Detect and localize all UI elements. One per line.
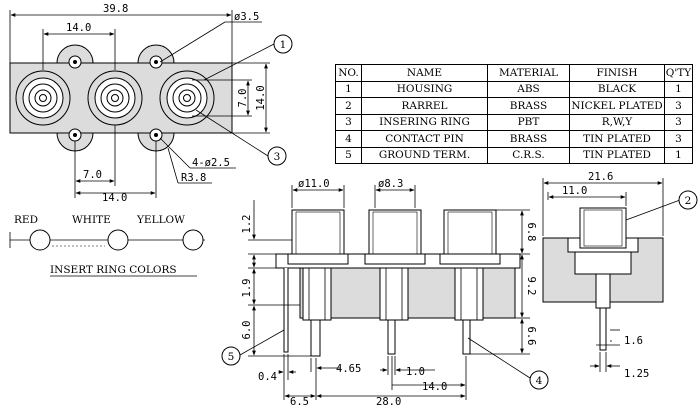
dim-pitch-top: 14.0 bbox=[66, 22, 91, 34]
dim-w-140: 14.0 bbox=[422, 381, 447, 393]
callout-3: 3 bbox=[274, 151, 281, 163]
dim-w-465: 4.65 bbox=[336, 363, 361, 375]
dim-radius: R3.8 bbox=[181, 172, 206, 184]
table-row: 2 RARREL BRASS NICKEL PLATED 3 bbox=[335, 97, 693, 115]
dim-h-top: 1.2 bbox=[241, 215, 253, 234]
dim-h-pin: 6.6 bbox=[525, 327, 537, 346]
bom-cell: PBT bbox=[487, 113, 570, 131]
bom-cell: 3 bbox=[664, 113, 693, 131]
table-row: 5 GROUND TERM. C.R.S. TIN PLATED 1 bbox=[335, 146, 693, 164]
insert-ring-colors: RED WHITE YELLOW INSERT RING COLORS bbox=[9, 214, 205, 277]
bom-header-material: MATERIAL bbox=[487, 64, 570, 82]
callout-5: 5 bbox=[228, 351, 235, 363]
bom-cell: ABS bbox=[487, 80, 570, 98]
rca-jack bbox=[87, 70, 143, 126]
dim-hole-dia: ø3.5 bbox=[234, 11, 259, 23]
bom-cell: 1 bbox=[335, 80, 362, 98]
dim-dia-small: ø8.3 bbox=[378, 178, 403, 190]
dim-w-280: 28.0 bbox=[376, 396, 401, 408]
dim-w-216: 21.6 bbox=[588, 171, 613, 183]
color-red: RED bbox=[14, 214, 38, 226]
bom-header-no: NO. bbox=[335, 64, 362, 82]
mounting-hole bbox=[68, 55, 163, 142]
bom-header-finish: FINISH bbox=[569, 64, 665, 82]
bom-cell: 3 bbox=[664, 130, 693, 148]
bom-cell: TIN PLATED bbox=[569, 130, 665, 148]
table-row: 3 INSERING RING PBT R,W,Y 3 bbox=[335, 113, 693, 131]
color-white: WHITE bbox=[72, 214, 111, 226]
bom-cell: TIN PLATED bbox=[569, 146, 665, 164]
bom-cell: BRASS bbox=[487, 97, 570, 115]
bom-header-row: NO. NAME MATERIAL FINISH Q'TY bbox=[335, 64, 693, 82]
bom-cell: RARREL bbox=[361, 97, 488, 115]
bom-cell: 1 bbox=[664, 80, 693, 98]
front-view: ø11.0 ø8.3 1.2 1.9 6.0 6.8 9.2 6.6 bbox=[221, 178, 549, 408]
dim-w-10: 1.0 bbox=[406, 366, 425, 378]
bom-cell: BLACK bbox=[569, 80, 665, 98]
bom-cell: HOUSING bbox=[361, 80, 488, 98]
bom-cell: 5 bbox=[335, 146, 362, 164]
dim-h-cap: 6.8 bbox=[525, 223, 537, 242]
top-view: 39.8 14.0 ø3.5 1 7.0 14.0 3 4-ø2.5 R3 bbox=[9, 3, 293, 204]
dim-w-110: 11.0 bbox=[562, 185, 587, 197]
dim-h-mid: 1.9 bbox=[241, 279, 253, 298]
dim-h-body: 9.2 bbox=[525, 277, 537, 296]
callout-2: 2 bbox=[685, 195, 692, 207]
bom-header-name: NAME bbox=[361, 64, 488, 82]
bom-cell: BRASS bbox=[487, 130, 570, 148]
bom-cell: 3 bbox=[664, 97, 693, 115]
rca-jack bbox=[15, 70, 71, 126]
callout-4: 4 bbox=[536, 375, 543, 387]
dim-height-inner: 7.0 bbox=[237, 89, 249, 108]
table-row: 4 CONTACT PIN BRASS TIN PLATED 3 bbox=[335, 130, 693, 148]
bom-cell: CONTACT PIN bbox=[361, 130, 488, 148]
bom-cell: 1 bbox=[664, 146, 693, 164]
rca-jack bbox=[159, 70, 215, 126]
dim-overall-width: 39.8 bbox=[103, 3, 128, 15]
bom-cell: 3 bbox=[335, 113, 362, 131]
bom-cell: GROUND TERM. bbox=[361, 146, 488, 164]
bom-cell: C.R.S. bbox=[487, 146, 570, 164]
bom-cell: 2 bbox=[335, 97, 362, 115]
bom-header-qty: Q'TY bbox=[664, 64, 693, 82]
dim-small-holes: 4-ø2.5 bbox=[192, 157, 230, 169]
bom-cell: INSERING RING bbox=[361, 113, 488, 131]
dim-w-65: 6.5 bbox=[290, 396, 309, 408]
bom-cell: R,W,Y bbox=[569, 113, 665, 131]
bom-cell: NICKEL PLATED bbox=[569, 97, 665, 115]
dim-dia-large: ø11.0 bbox=[298, 178, 330, 190]
colors-caption: INSERT RING COLORS bbox=[50, 264, 177, 276]
bom-cell: 4 bbox=[335, 130, 362, 148]
callout-1: 1 bbox=[280, 39, 287, 51]
dim-h-bottom: 6.0 bbox=[241, 321, 253, 340]
dim-w-16: 1.6 bbox=[624, 335, 643, 347]
dim-height-outer: 14.0 bbox=[255, 85, 267, 110]
dim-pitch-bottom: 14.0 bbox=[102, 192, 127, 204]
dim-w-125: 1.25 bbox=[624, 368, 649, 380]
bill-of-materials: NO. NAME MATERIAL FINISH Q'TY 1 HOUSING … bbox=[335, 64, 693, 164]
side-view: 21.6 11.0 2 1.6 1.25 bbox=[542, 171, 698, 380]
dim-w-04: 0.4 bbox=[258, 371, 277, 383]
dim-pitch-bottom-half: 7.0 bbox=[83, 169, 102, 181]
table-row: 1 HOUSING ABS BLACK 1 bbox=[335, 80, 693, 98]
color-yellow: YELLOW bbox=[136, 214, 185, 226]
